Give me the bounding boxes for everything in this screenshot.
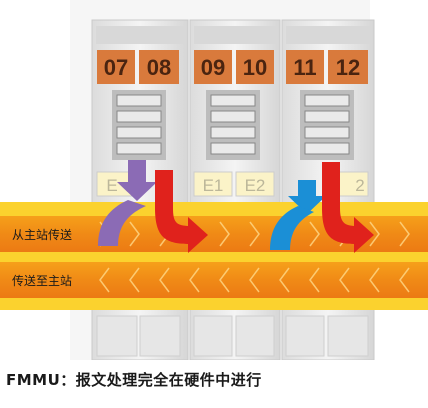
band-label-to-master: 传送至主站 xyxy=(12,273,72,288)
blue-up-arrow xyxy=(270,180,326,250)
channel-number-box: 09 xyxy=(194,50,232,84)
chevron-mark xyxy=(279,267,290,293)
chevron-mark xyxy=(129,221,140,247)
purple-up-arrow xyxy=(98,160,157,246)
channel-number: 07 xyxy=(104,55,128,80)
data-bus xyxy=(0,202,428,310)
chevron-mark xyxy=(309,221,320,247)
channel-number-box: 07 xyxy=(97,50,135,84)
channel-number: 09 xyxy=(201,55,225,80)
figure-caption: FMMU：报文处理完全在硬件中进行 xyxy=(6,371,262,389)
terminal-label: E2 xyxy=(245,176,266,195)
chevron-mark xyxy=(339,267,350,293)
chevron-mark xyxy=(249,267,260,293)
chevron-mark xyxy=(249,221,260,247)
channel-number-box: 10 xyxy=(236,50,274,84)
channel-number-box: 08 xyxy=(139,50,179,84)
channel-number: 12 xyxy=(336,55,360,80)
channel-number-box: 11 xyxy=(286,50,324,84)
chevron-mark xyxy=(189,267,200,293)
chevron-mark xyxy=(399,221,410,247)
chevron-mark xyxy=(309,267,320,293)
led-indicator-stack xyxy=(206,90,260,160)
terminal-label-box: E2 xyxy=(235,171,275,197)
chevron-mark xyxy=(369,221,380,247)
chevron-mark xyxy=(369,267,380,293)
terminal-label: E xyxy=(106,176,117,195)
terminal-label-box: E1 xyxy=(193,171,233,197)
chevron-mark xyxy=(219,221,230,247)
chevron-mark xyxy=(99,267,110,293)
channel-number: 10 xyxy=(243,55,267,80)
band-label-from-master: 从主站传送 xyxy=(12,227,72,242)
chevron-mark xyxy=(399,267,410,293)
red-down-arrow xyxy=(155,170,208,253)
terminal-label: E1 xyxy=(203,176,224,195)
channel-number-box: 12 xyxy=(328,50,368,84)
fmmu-diagram: 07 08 E 09 10 xyxy=(0,19,428,360)
chevron-mark xyxy=(129,267,140,293)
led-indicator-stack xyxy=(300,90,354,160)
led-indicator-stack xyxy=(112,90,166,160)
channel-number: 08 xyxy=(147,55,171,80)
chevron-mark xyxy=(219,267,230,293)
chevron-mark xyxy=(159,267,170,293)
return-chevrons xyxy=(99,267,410,293)
channel-number: 11 xyxy=(293,55,316,80)
red-down-arrow xyxy=(322,162,374,253)
terminal-label: 2 xyxy=(355,176,364,195)
